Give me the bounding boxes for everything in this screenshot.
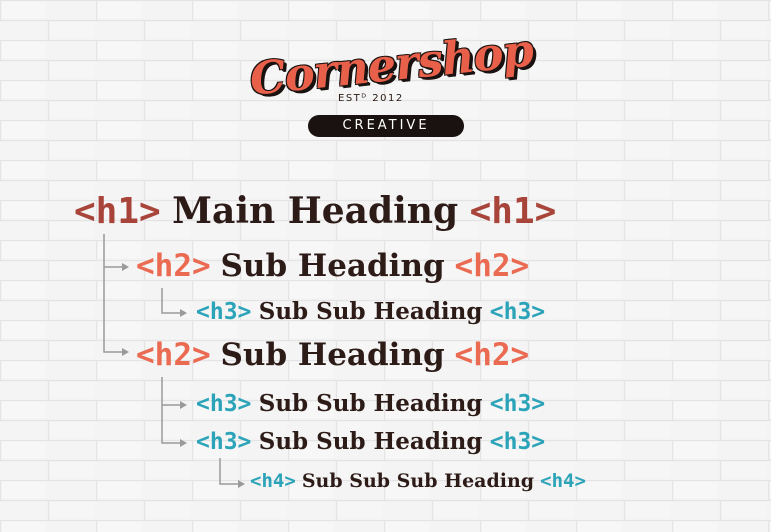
arrowhead-icon [180,401,187,409]
heading-h2-second: <h2> Sub Heading <h2> [136,340,529,371]
h1-label: Main Heading [172,190,459,232]
logo-established: ESTᴰ 2012 [338,93,404,104]
connector-h3-to-h4 [219,458,238,485]
h4-label: Sub Sub Sub Heading [301,470,535,492]
h3-open-tag: <h3> [196,299,252,325]
h3-close-tag: <h3> [489,391,546,417]
h3-close-tag: <h3> [489,299,546,325]
arrowhead-icon [238,480,245,488]
heading-h1-main: <h1> Main Heading <h1> [74,193,556,230]
h2-open-tag: <h2> [136,248,211,284]
arrowhead-icon [122,348,129,356]
h3-label: Sub Sub Heading [258,428,483,455]
connector-h1-to-h2 [103,234,122,353]
arrowhead-icon [180,309,187,317]
connector-h2-to-h3-second [161,377,180,444]
heading-h4: <h4> Sub Sub Sub Heading <h4> [250,472,586,491]
h3-close-tag: <h3> [489,429,546,455]
cornershop-creative-logo: Cornershop ESTᴰ 2012 CREATIVE [247,23,535,142]
h4-close-tag: <h4> [540,470,586,492]
h1-close-tag: <h1> [469,191,557,232]
heading-h2-first: <h2> Sub Heading <h2> [136,251,529,282]
heading-h3-first: <h3> Sub Sub Heading <h3> [196,300,545,324]
arrowhead-icon [122,263,129,271]
heading-h3-second: <h3> Sub Sub Heading <h3> [196,392,545,416]
h2-open-tag: <h2> [136,337,211,373]
h3-open-tag: <h3> [196,429,252,455]
h3-label: Sub Sub Heading [258,298,483,325]
h1-open-tag: <h1> [74,191,161,232]
h2-label: Sub Heading [220,337,445,373]
h2-close-tag: <h2> [454,248,530,284]
logo-tagline: CREATIVE [308,115,464,137]
h2-label: Sub Heading [220,248,445,284]
connector-h2-to-h3-first [161,288,180,314]
h3-open-tag: <h3> [196,391,252,417]
arrowhead-icon [180,439,187,447]
h2-close-tag: <h2> [454,337,530,373]
h3-label: Sub Sub Heading [258,390,483,417]
h4-open-tag: <h4> [250,470,296,492]
heading-h3-third: <h3> Sub Sub Heading <h3> [196,430,545,454]
